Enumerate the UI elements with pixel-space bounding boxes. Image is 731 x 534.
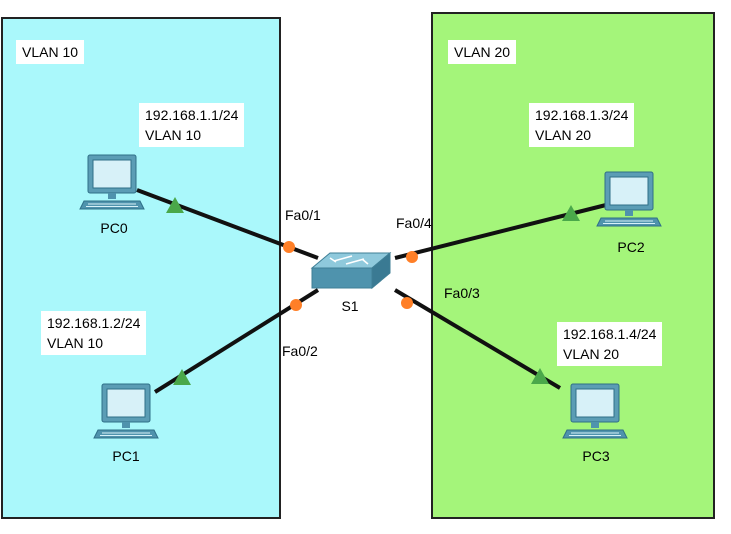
pc2-icon[interactable] xyxy=(596,171,662,227)
pc2-info-box: 192.168.1.3/24 VLAN 20 xyxy=(529,103,635,147)
pc2-ip: 192.168.1.3/24 xyxy=(535,107,629,123)
port-label-fa0-4: Fa0/4 xyxy=(396,215,432,231)
pc1-ip: 192.168.1.2/24 xyxy=(47,315,141,331)
vlan10-zone-label: VLAN 10 xyxy=(16,40,85,64)
pc1-info-box: 192.168.1.2/24 VLAN 10 xyxy=(41,311,147,355)
pc3-ip: 192.168.1.4/24 xyxy=(563,326,657,342)
pc0-ip: 192.168.1.1/24 xyxy=(145,107,239,123)
pc-link-indicators xyxy=(166,197,580,385)
port-label-fa0-2: Fa0/2 xyxy=(282,343,318,359)
pc3-icon[interactable] xyxy=(562,383,628,439)
port-label-fa0-3: Fa0/3 xyxy=(444,285,480,301)
pc0-link-indicator xyxy=(166,197,184,213)
switch-s1-name: S1 xyxy=(341,298,359,314)
vlan20-zone-label: VLAN 20 xyxy=(448,40,517,64)
vlan20-zone xyxy=(431,12,715,519)
pc0-name: PC0 xyxy=(100,220,128,236)
port-label-fa0-1: Fa0/1 xyxy=(285,207,321,223)
port-dot-fa0-3 xyxy=(401,297,413,309)
pc1-icon[interactable] xyxy=(93,383,159,439)
switch-port-indicators xyxy=(283,241,418,311)
pc2-name: PC2 xyxy=(617,239,645,255)
pc0-info-box: 192.168.1.1/24 VLAN 10 xyxy=(139,103,245,147)
pc3-name: PC3 xyxy=(582,448,610,464)
pc1-link-indicator xyxy=(173,369,191,385)
pc0-icon[interactable] xyxy=(79,154,145,210)
pc3-info-box: 192.168.1.4/24 VLAN 20 xyxy=(557,322,663,366)
pc3-link-indicator xyxy=(531,368,549,384)
pc2-link-indicator xyxy=(562,205,580,221)
port-dot-fa0-2 xyxy=(290,299,302,311)
port-dot-fa0-4 xyxy=(406,251,418,263)
vlan10-zone xyxy=(1,17,281,519)
pc2-vlan: VLAN 20 xyxy=(535,127,592,143)
link-pc3-s1 xyxy=(393,288,562,390)
pc0-vlan: VLAN 10 xyxy=(145,127,202,143)
pc1-name: PC1 xyxy=(112,448,140,464)
pc1-vlan: VLAN 10 xyxy=(47,335,104,351)
pc3-vlan: VLAN 20 xyxy=(563,346,620,362)
switch-s1-icon[interactable] xyxy=(310,251,392,290)
port-dot-fa0-1 xyxy=(283,241,295,253)
